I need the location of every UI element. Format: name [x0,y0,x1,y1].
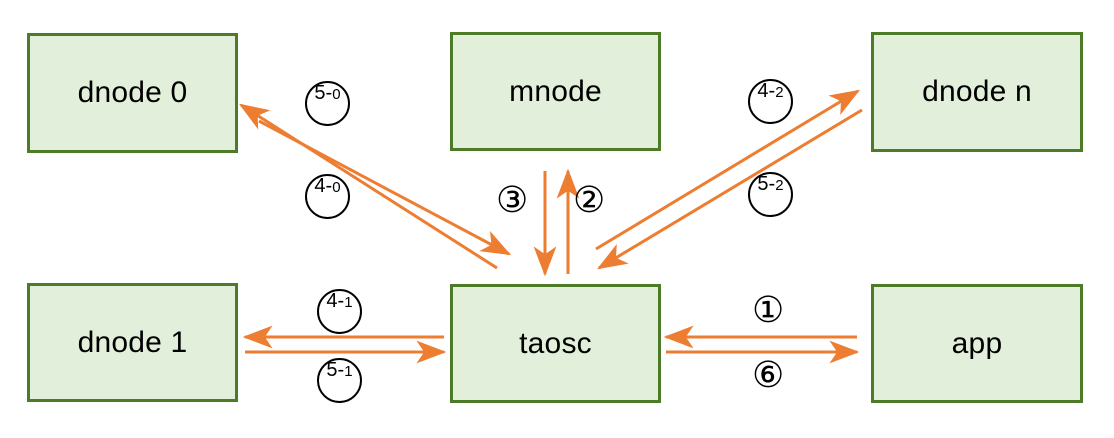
step-label-5-0-separator: - [325,82,333,104]
step-label-4-2-main: 4 [757,80,769,102]
step-label-1: ① [752,290,785,331]
step-label-5-1-separator: - [337,359,345,381]
step-label-4-2-separator: - [768,80,776,102]
step-label-4-0-main: 4 [314,175,326,197]
node-app[interactable]: app [871,284,1083,403]
node-label-taosc: taosc [519,326,592,360]
step-label-5-2: 5 - 2 [748,172,793,217]
step-label-3: ③ [496,180,529,221]
step-label-4-1: 4 - 1 [317,289,362,334]
step-label-4-0-separator: - [325,175,333,197]
node-label-dnode-1: dnode 1 [77,325,188,359]
node-label-mnode: mnode [509,74,602,108]
node-dnode-0[interactable]: dnode 0 [27,33,238,153]
step-label-4-1-main: 4 [326,290,338,312]
step-label-4-0: 4 - 0 [305,174,350,219]
step-label-5-2-separator: - [768,173,776,195]
node-label-dnode-0: dnode 0 [77,76,188,109]
step-label-5-0: 5 - 0 [305,81,350,126]
step-label-5-1: 5 - 1 [317,358,362,403]
step-label-4-1-sub: 1 [344,294,353,311]
step-label-4-2-sub: 2 [775,84,784,101]
step-label-5-2-main: 5 [757,173,769,195]
node-dnode-n[interactable]: dnode n [871,32,1083,152]
step-label-4-2: 4 - 2 [748,79,793,124]
node-mnode[interactable]: mnode [450,32,661,151]
step-label-6: ⑥ [752,355,785,396]
step-label-4-1-separator: - [337,290,345,312]
node-taosc[interactable]: taosc [450,284,661,403]
edge-dnoden-inbound [595,89,861,251]
step-label-5-1-sub: 1 [344,363,353,380]
edge-dnode0-outbound [258,119,512,256]
edge-dnoden-outbound [596,108,863,270]
node-label-dnode-n: dnode n [922,75,1032,108]
step-label-5-1-main: 5 [326,359,338,381]
node-dnode-1[interactable]: dnode 1 [27,283,238,402]
step-label-5-2-sub: 2 [775,177,784,194]
edge-dnode0-inbound [238,103,498,270]
step-label-5-0-main: 5 [314,82,326,104]
step-label-2: ② [573,180,606,221]
step-label-5-0-sub: 0 [332,86,341,103]
step-label-4-0-sub: 0 [332,179,341,196]
node-label-app: app [951,326,1003,360]
